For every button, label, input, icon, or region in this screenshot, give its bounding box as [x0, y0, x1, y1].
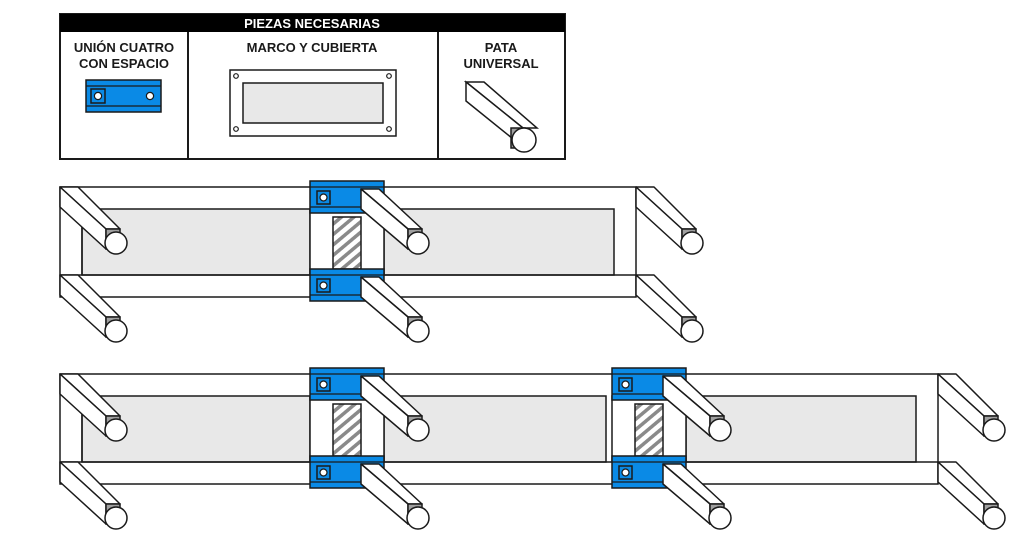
- leg-foot: [708, 506, 732, 530]
- leg-foot: [406, 418, 430, 442]
- union-spacer-hatched: [332, 216, 362, 270]
- part-label-line: MARCO Y CUBIERTA: [247, 40, 378, 55]
- union-bolt-hole: [319, 281, 328, 290]
- universal-leg: [59, 373, 128, 442]
- universal-leg-icon: [463, 80, 540, 153]
- union-bolt-hole: [621, 468, 630, 477]
- legend-title: PIEZAS NECESARIAS: [244, 16, 380, 31]
- universal-leg: [360, 188, 430, 255]
- part-label-line: CON ESPACIO: [79, 56, 169, 71]
- universal-leg: [662, 375, 732, 442]
- universal-leg: [59, 186, 128, 255]
- part-label-line: UNIÓN CUATRO: [74, 40, 174, 55]
- leg-foot: [982, 418, 1006, 442]
- leg-foot: [406, 506, 430, 530]
- union-piece-icon: [85, 79, 162, 113]
- leg-foot: [104, 319, 128, 343]
- union-spacer-hatched: [332, 403, 362, 457]
- leg-foot: [680, 231, 704, 255]
- leg-foot: [708, 418, 732, 442]
- leg-foot: [406, 231, 430, 255]
- universal-leg: [360, 276, 430, 343]
- union-spacer-hatched: [634, 403, 664, 457]
- union-clip: [309, 455, 385, 489]
- leg-foot: [511, 127, 537, 153]
- universal-leg: [662, 463, 732, 530]
- universal-leg: [360, 375, 430, 442]
- leg-foot: [680, 319, 704, 343]
- universal-leg: [937, 373, 1006, 442]
- leg-foot: [982, 506, 1006, 530]
- part-label-line: UNIVERSAL: [463, 56, 538, 71]
- part-label-line: PATA: [485, 40, 518, 55]
- universal-leg: [360, 463, 430, 530]
- legend-header-bar: [60, 14, 565, 32]
- union-clip: [611, 455, 687, 489]
- universal-leg: [635, 186, 704, 255]
- union-bolt-hole: [319, 468, 328, 477]
- universal-leg: [59, 461, 128, 530]
- leg-foot: [104, 506, 128, 530]
- three-table-assembly: [59, 367, 1006, 530]
- two-table-assembly: [59, 180, 704, 343]
- leg-foot: [104, 418, 128, 442]
- universal-leg: [635, 274, 704, 343]
- legend-part-union: UNIÓN CUATRO CON ESPACIO: [74, 40, 174, 113]
- parts-legend: PIEZAS NECESARIAS UNIÓN CUATRO CON ESPAC…: [59, 13, 566, 160]
- union-bolt-hole: [319, 380, 328, 389]
- universal-leg: [59, 274, 128, 343]
- leg-foot: [104, 231, 128, 255]
- union-bolt-hole: [319, 193, 328, 202]
- legend-part-leg: PATA UNIVERSAL: [463, 40, 540, 153]
- universal-leg: [937, 461, 1006, 530]
- leg-foot: [406, 319, 430, 343]
- union-bolt-hole: [621, 380, 630, 389]
- legend-part-frame: MARCO Y CUBIERTA: [229, 40, 397, 137]
- frame-cover-icon: [229, 69, 397, 137]
